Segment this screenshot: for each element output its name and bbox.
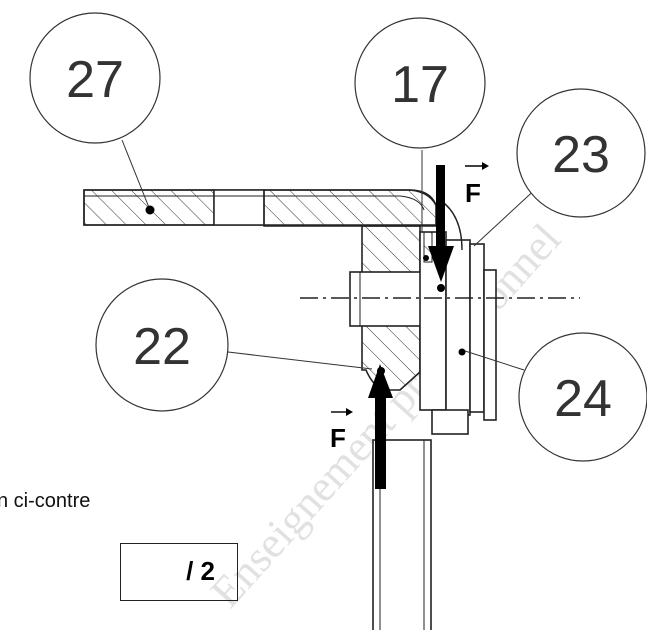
part-27-lever: [83, 189, 439, 227]
svg-text:23: 23: [552, 126, 610, 184]
balloon-22: 22: [95, 278, 229, 412]
force-label-top: F: [465, 162, 489, 208]
balloon-23: 23: [516, 88, 646, 218]
balloon-24: 24: [518, 332, 647, 462]
leader-22: [227, 351, 373, 370]
caption-text: n ci-contre: [0, 490, 91, 512]
force-label-text-top: F: [465, 178, 481, 208]
score-label: / 2: [186, 556, 215, 586]
svg-text:17: 17: [391, 56, 449, 114]
balloon-17: 17: [354, 17, 486, 149]
force-arrow-down: [428, 165, 454, 292]
balloon-27: 27: [29, 12, 161, 144]
svg-text:22: 22: [133, 318, 191, 376]
force-label-bottom: F: [330, 408, 353, 453]
leader-27: [121, 139, 151, 211]
score-box: / 2: [120, 543, 238, 601]
part-23-24-washer: [419, 199, 497, 435]
svg-text:24: 24: [554, 370, 612, 428]
leader-24: [461, 349, 525, 371]
leader-23: [473, 184, 541, 247]
force-arrow-up: [368, 364, 393, 489]
force-label-text-bottom: F: [330, 423, 346, 453]
svg-text:27: 27: [66, 51, 124, 109]
